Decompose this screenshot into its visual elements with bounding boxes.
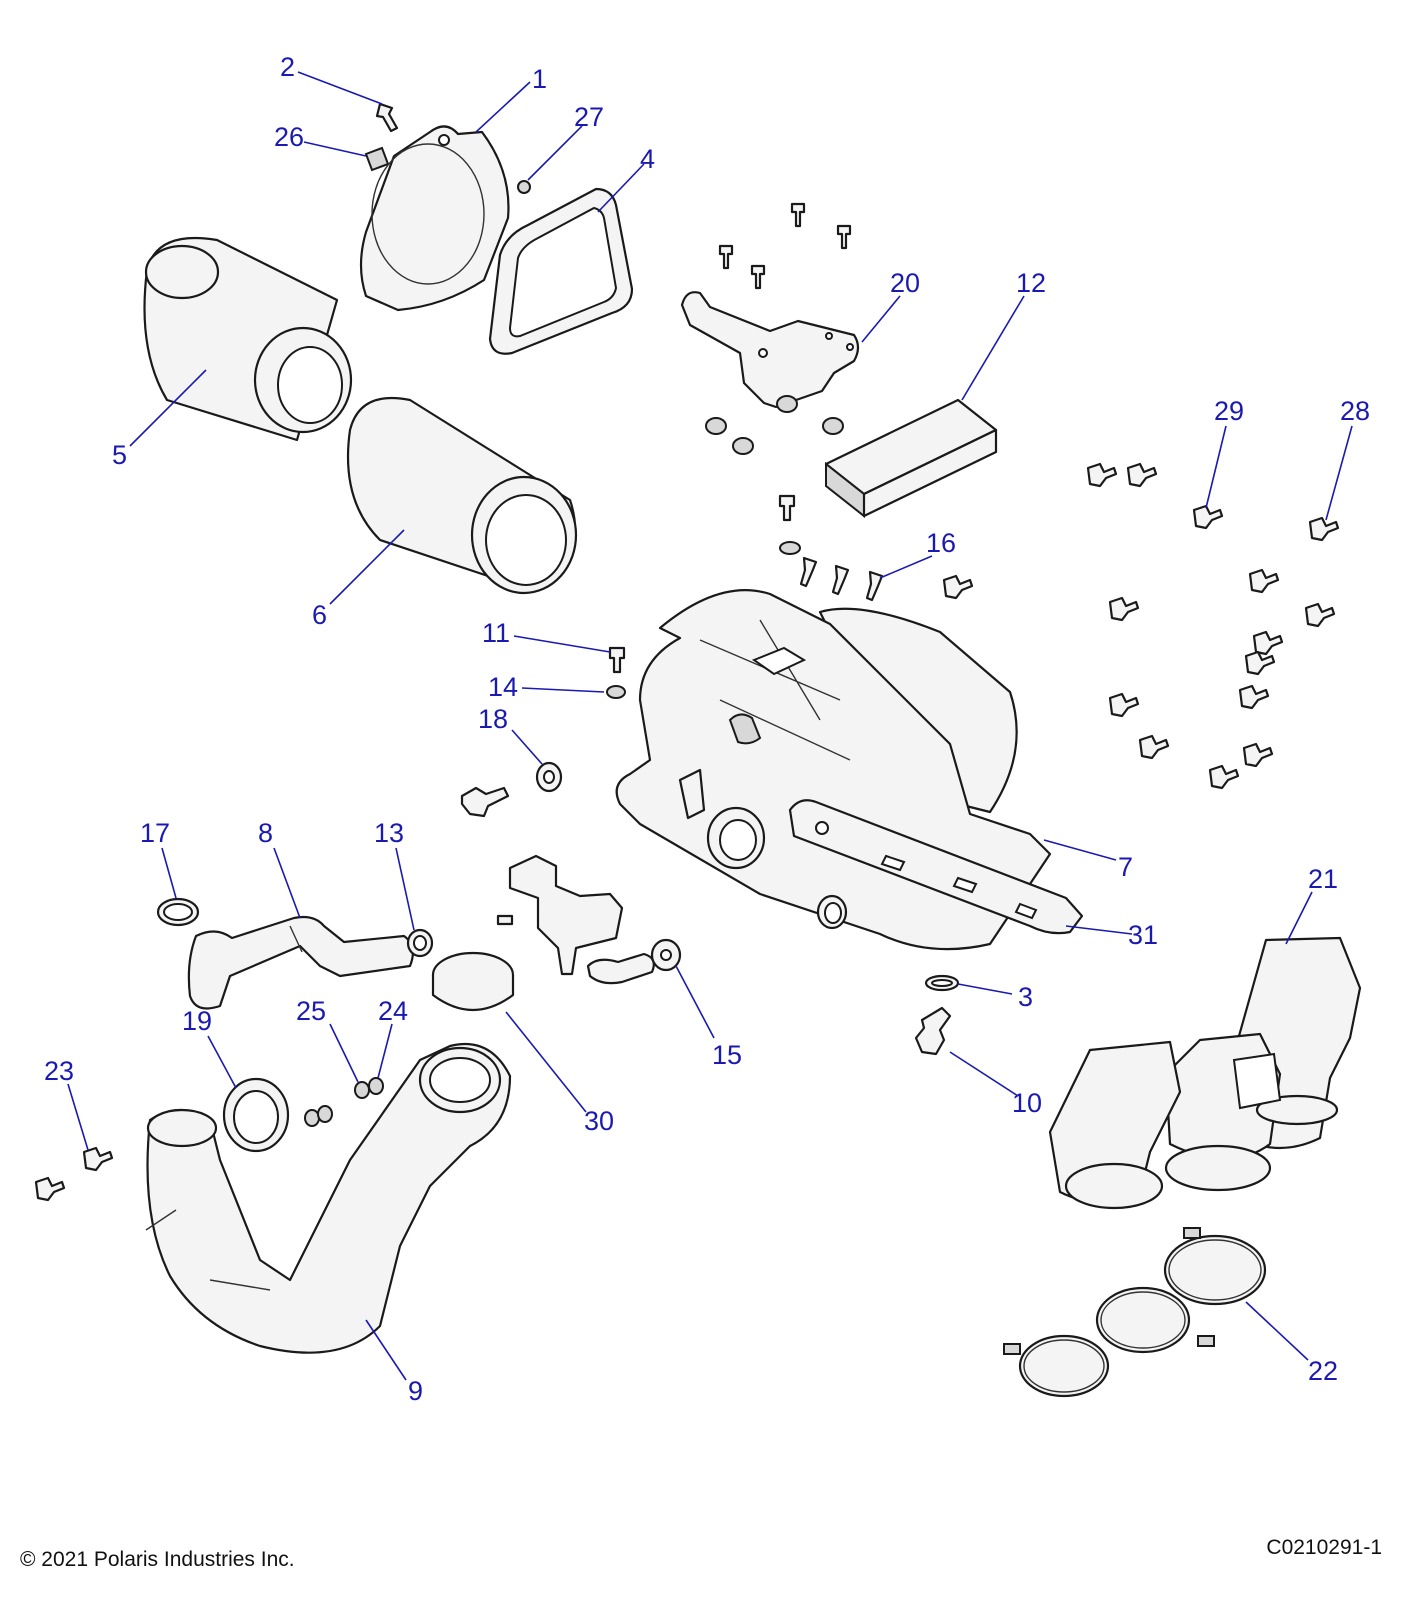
callout-31: 31 xyxy=(1128,920,1158,950)
part-14-washer xyxy=(606,685,626,699)
part-6-pre-filter xyxy=(346,396,578,595)
part-22-hose-clamps xyxy=(1003,1227,1267,1398)
callout-7: 7 xyxy=(1118,852,1133,882)
leader-lines xyxy=(67,71,1353,1381)
part-13-clamp xyxy=(406,928,434,958)
callout-25: 25 xyxy=(296,996,326,1026)
part-10-drain-valve xyxy=(914,1006,952,1056)
part-16-bolts xyxy=(778,494,884,602)
bracket-bolts xyxy=(718,202,852,290)
callout-19: 19 xyxy=(182,1006,212,1036)
copyright-notice: © 2021 Polaris Industries Inc. xyxy=(20,1548,295,1571)
callout-17: 17 xyxy=(140,818,170,848)
part-11-bolt xyxy=(608,646,626,674)
drawing-number: C0210291-1 xyxy=(1266,1536,1382,1559)
callout-26: 26 xyxy=(274,122,304,152)
bracket-grommets xyxy=(705,395,844,455)
callout-21: 21 xyxy=(1308,864,1338,894)
part-31-strap xyxy=(788,799,1084,935)
callout-11: 11 xyxy=(482,618,510,648)
part-24-grommet xyxy=(368,1077,384,1095)
callout-15: 15 xyxy=(712,1040,742,1070)
part-4-gasket xyxy=(488,187,634,355)
part-9-intake-duct xyxy=(145,1042,512,1354)
part-3-o-ring xyxy=(924,974,960,992)
part-17-clamp xyxy=(156,897,200,927)
part-26-clip xyxy=(364,146,390,172)
callout-27: 27 xyxy=(574,102,604,132)
callout-28: 28 xyxy=(1340,396,1370,426)
part-28-29-bolts xyxy=(942,462,1340,790)
callout-8: 8 xyxy=(258,818,273,848)
callout-30: 30 xyxy=(584,1106,614,1136)
part-25-grommet xyxy=(354,1081,370,1099)
callout-13: 13 xyxy=(374,818,404,848)
part-21-intake-boots xyxy=(1048,936,1362,1210)
part-19-ring xyxy=(222,1077,290,1153)
grommet-pair xyxy=(304,1105,333,1127)
part-15-grommet xyxy=(650,938,682,972)
callout-16: 16 xyxy=(926,528,956,558)
callout-5: 5 xyxy=(112,440,127,470)
part-12-foam-block xyxy=(824,398,998,519)
part-1-cover-plate xyxy=(359,125,510,312)
part-5-air-filter xyxy=(143,236,353,442)
callout-9: 9 xyxy=(408,1376,423,1406)
callout-1: 1 xyxy=(532,64,547,94)
part-2-screw xyxy=(375,102,399,133)
part-20-bracket xyxy=(680,291,860,409)
callout-labels: 1 2 3 4 5 6 7 8 9 10 11 12 13 14 15 16 1… xyxy=(44,52,1370,1406)
part-18-grommet xyxy=(535,761,563,793)
callout-20: 20 xyxy=(890,268,920,298)
callout-10: 10 xyxy=(1012,1088,1042,1118)
callout-4: 4 xyxy=(640,144,655,174)
callout-18: 18 xyxy=(478,704,508,734)
part-8-hose xyxy=(187,915,415,1010)
callout-24: 24 xyxy=(378,996,408,1026)
callout-23: 23 xyxy=(44,1056,74,1086)
callout-6: 6 xyxy=(312,600,327,630)
sensor xyxy=(460,786,510,818)
callout-22: 22 xyxy=(1308,1356,1338,1386)
callout-3: 3 xyxy=(1018,982,1033,1012)
callout-14: 14 xyxy=(488,672,518,702)
part-30-cap xyxy=(431,951,515,1012)
callout-2: 2 xyxy=(280,52,295,82)
callout-12: 12 xyxy=(1016,268,1046,298)
callout-29: 29 xyxy=(1214,396,1244,426)
part-23-screws xyxy=(34,1146,114,1202)
part-27-nut xyxy=(517,180,531,194)
valve-assembly xyxy=(496,854,655,985)
